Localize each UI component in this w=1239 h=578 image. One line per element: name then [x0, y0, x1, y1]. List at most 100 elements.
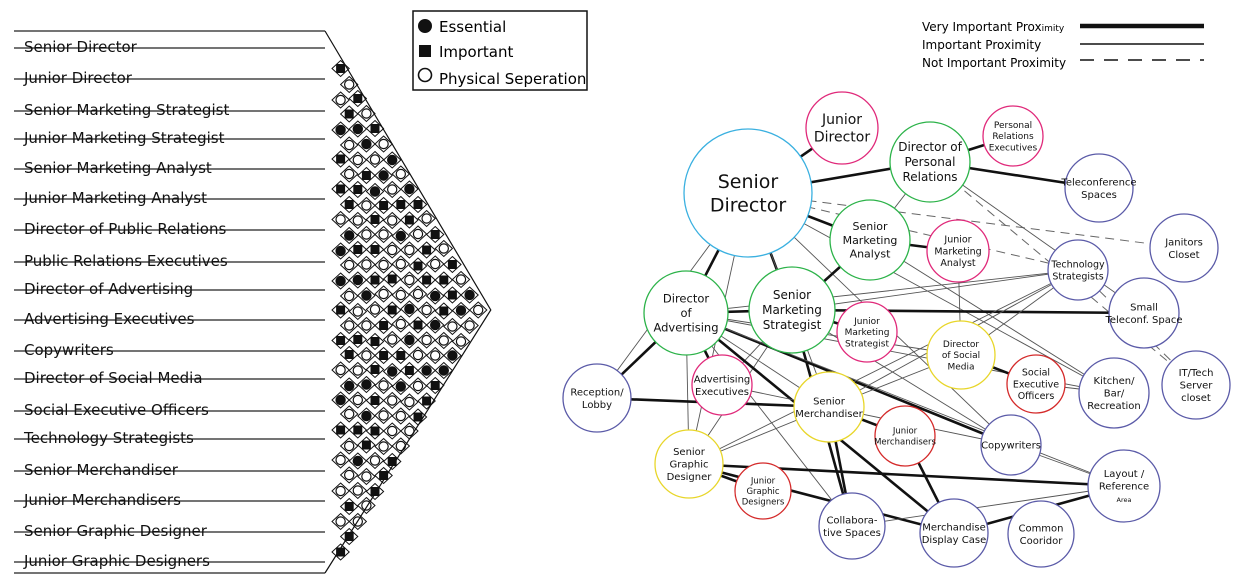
matrix-cell [400, 300, 419, 318]
node-label: of Social [942, 351, 980, 361]
role-label: Director of Social Media [24, 369, 203, 387]
node-label: Senior [813, 396, 846, 407]
node-label: Strategists [1052, 271, 1103, 282]
matrix-cell [365, 482, 385, 501]
matrix-cell [348, 391, 368, 409]
matrix-cell [417, 361, 436, 380]
matrix-cell [374, 316, 393, 335]
node-label: Merchandisers [874, 437, 936, 447]
node-label: Director of [898, 140, 962, 154]
matrix-cell [374, 166, 393, 185]
matrix-cell [331, 242, 350, 260]
node-label: Bar/ [1104, 389, 1125, 400]
role-label: Junior Director [24, 69, 132, 87]
node-label: Personal [994, 121, 1032, 131]
node-label: Reference [1099, 482, 1149, 493]
matrix-cell [382, 452, 402, 471]
proximity-edge [685, 312, 853, 527]
role-label: Director of Public Relations [24, 220, 227, 238]
matrix-cell [400, 331, 419, 349]
matrix-cell [417, 392, 436, 410]
matrix-cell [331, 482, 350, 500]
matrix-cell [339, 136, 359, 154]
matrix-cell [374, 196, 393, 215]
matrix-cell [400, 180, 419, 198]
matrix-cell [339, 75, 359, 94]
node-label: Designers [742, 498, 785, 508]
matrix-outline [324, 30, 492, 574]
node-label: Teleconference [1060, 177, 1136, 188]
matrix-cell [408, 346, 428, 364]
matrix-cell [348, 361, 368, 380]
matrix-cell [391, 377, 411, 396]
node-label: Reception/ [570, 387, 624, 398]
matrix-cell [365, 210, 385, 229]
role-label: Senior Graphic Designer [24, 522, 207, 540]
matrix-cell [451, 301, 471, 320]
proximity-edge [721, 384, 1012, 446]
node-label: Relations [992, 132, 1034, 142]
matrix-cell [339, 437, 359, 455]
matrix-cell [331, 91, 350, 109]
proximity-legend: Very Important Proximity Important Proxi… [922, 20, 1204, 70]
matrix-cell [434, 271, 454, 289]
matrix-cell [417, 331, 436, 349]
matrix-cell [348, 211, 368, 230]
matrix-cell [382, 330, 402, 349]
matrix-cell [348, 452, 368, 470]
matrix-cell [348, 330, 368, 349]
matrix-cell [382, 422, 402, 440]
role-label: Advertising Executives [24, 310, 195, 328]
matrix-cell [382, 211, 402, 230]
matrix-cell [425, 225, 445, 244]
node-label: Director [814, 130, 870, 146]
node-label: Closet [1168, 250, 1199, 261]
node-label: Marketing [762, 303, 822, 317]
matrix-cell [357, 346, 376, 365]
prox-very-important-label: Very Important Proximity [922, 20, 1065, 34]
matrix-cell [425, 316, 445, 334]
node-reception: Reception/Lobby [562, 363, 632, 433]
matrix-cell [357, 375, 376, 394]
matrix-cell [374, 466, 393, 485]
node-label: Marketing [843, 234, 898, 247]
role-label: Junior Marketing Analyst [24, 189, 207, 207]
node-label: Social [1022, 367, 1050, 378]
role-label: Junior Marketing Strategist [24, 129, 225, 147]
matrix-cell [348, 271, 368, 289]
matrix-cell [408, 316, 428, 334]
node-label: Media [947, 362, 974, 372]
proximity-edge [747, 192, 1185, 249]
node-label: Janitors [1164, 237, 1203, 248]
node-label: Executives [695, 387, 749, 398]
role-label: Copywriters [24, 341, 114, 359]
matrix-cell [460, 316, 479, 335]
matrix-cell [443, 317, 462, 336]
matrix-row-lines [14, 30, 325, 574]
legend-essential-label: Essential [439, 18, 506, 36]
matrix-cell [365, 300, 385, 319]
matrix-cell [382, 151, 402, 169]
node-label: Senior [673, 447, 706, 458]
matrix-cell [425, 376, 445, 395]
matrix-cell [400, 211, 419, 229]
matrix-cell [331, 210, 350, 229]
node-label: Junior [892, 427, 918, 437]
matrix-cell [365, 271, 385, 289]
matrix-cell [400, 361, 419, 380]
proximity-edge [688, 269, 1079, 465]
matrix-legend: Essential Important Physical Seperation [412, 10, 588, 91]
